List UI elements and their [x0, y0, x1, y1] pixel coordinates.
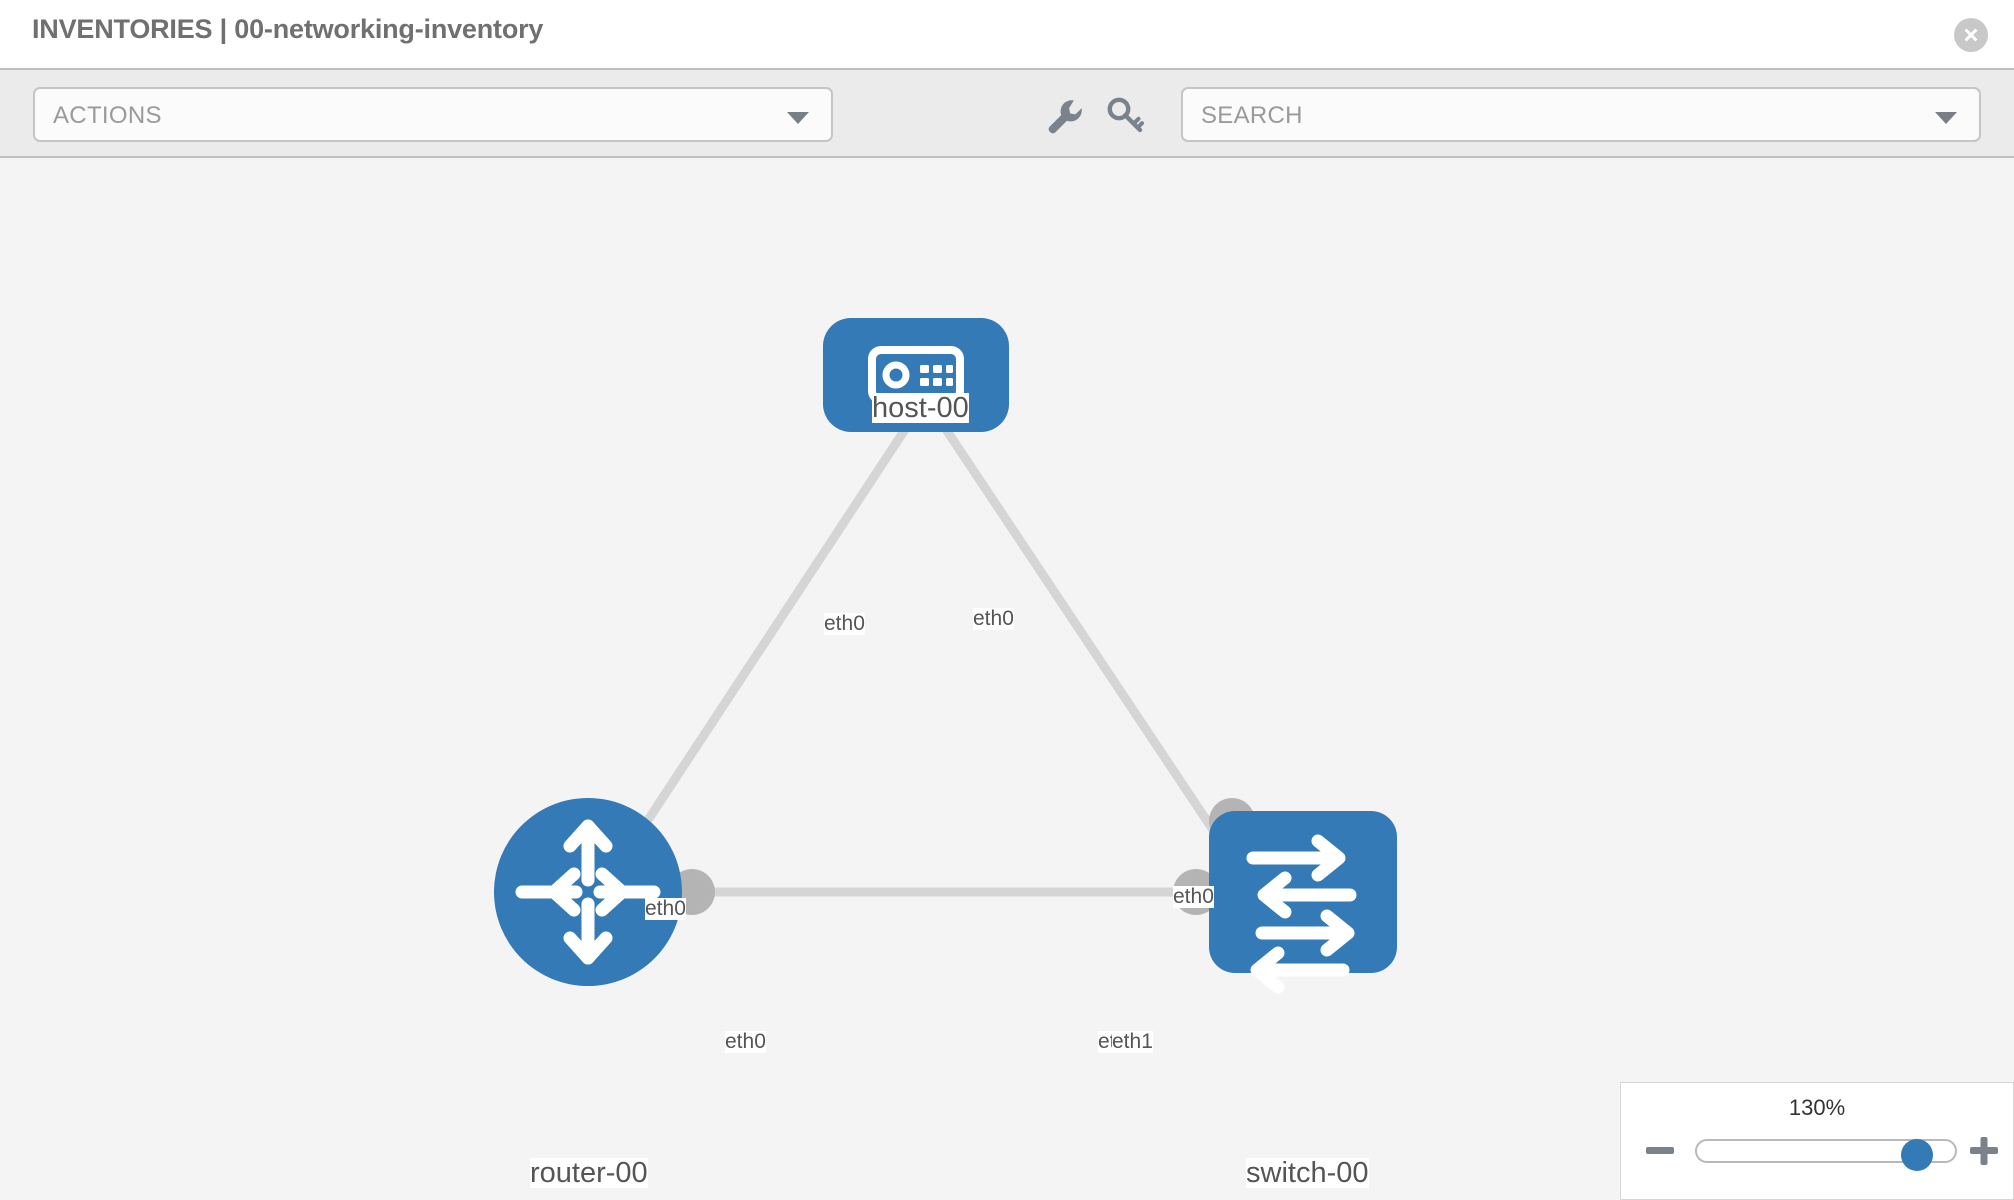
page-header: INVENTORIES | 00-networking-inventory [0, 0, 2014, 68]
zoom-control: 130% [1620, 1082, 2014, 1200]
chevron-down-icon[interactable] [1935, 112, 1957, 124]
switch-arrows-icon [1246, 834, 1357, 994]
router-arrows-icon [515, 819, 661, 965]
link-host-switch [941, 425, 1249, 881]
topology-links [596, 425, 1249, 897]
zoom-slider-row [1621, 1131, 2014, 1177]
topology-graph [494, 318, 1397, 994]
interface-label-switch-eth1-left: eth1 [1112, 1030, 1153, 1054]
topology-canvas[interactable]: host-00 router-00 switch-00 eth0 eth0 et… [0, 158, 2014, 1200]
chevron-down-icon [787, 112, 809, 124]
actions-dropdown-label: ACTIONS [53, 102, 162, 129]
node-switch-00 [1209, 811, 1397, 994]
zoom-out-button[interactable] [1643, 1131, 1677, 1171]
actions-dropdown[interactable]: ACTIONS [33, 87, 833, 142]
link-host-router [596, 425, 910, 896]
node-label-switch-00: switch-00 [1246, 1157, 1369, 1189]
interface-label-host-eth0-right: eth0 [973, 607, 1014, 631]
search-placeholder: SEARCH [1201, 102, 1303, 129]
node-router-00 [494, 798, 682, 986]
key-icon[interactable] [1102, 92, 1148, 138]
zoom-level-label: 130% [1788, 1095, 1846, 1120]
zoom-slider-thumb[interactable] [1901, 1139, 1933, 1171]
interface-label-router-eth0-up: eth0 [645, 897, 686, 921]
zoom-in-button[interactable] [1967, 1131, 2001, 1171]
interface-label-router-eth0-right: eth0 [725, 1030, 766, 1054]
page-title: INVENTORIES | 00-networking-inventory [32, 14, 544, 44]
interface-label-host-eth0-left: eth0 [824, 612, 865, 636]
close-icon[interactable] [1954, 18, 1988, 52]
wrench-icon[interactable] [1040, 92, 1086, 138]
search-input[interactable]: SEARCH [1181, 87, 1981, 142]
node-label-router-00: router-00 [530, 1157, 648, 1189]
toolbar: ACTIONS SEARCH [0, 68, 2014, 158]
interface-label-switch-eth0-up: eth0 [1173, 885, 1214, 909]
node-label-host-00: host-00 [872, 392, 969, 424]
zoom-slider-track[interactable] [1695, 1139, 1957, 1171]
